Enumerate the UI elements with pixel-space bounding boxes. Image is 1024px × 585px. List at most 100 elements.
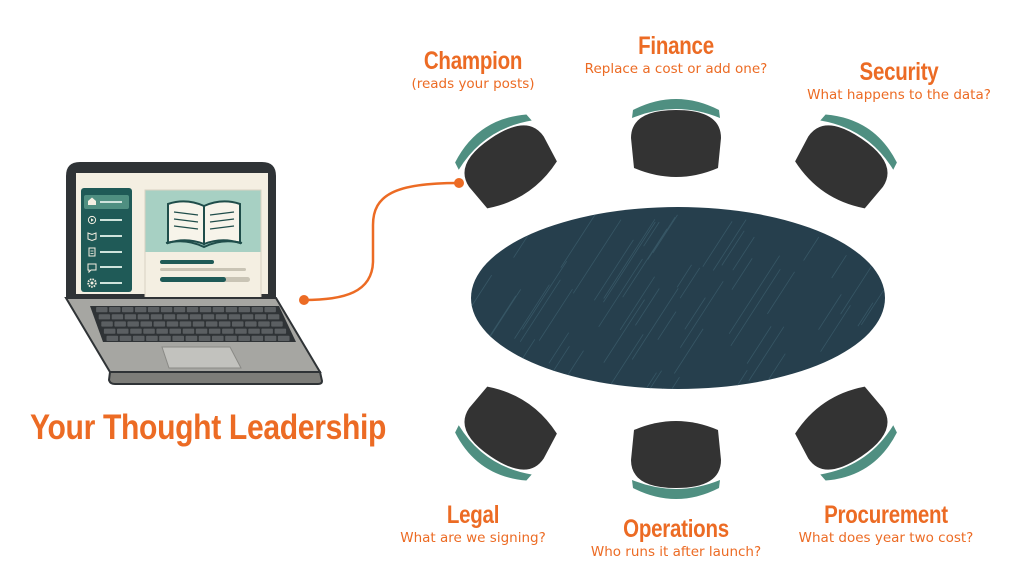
chair-icon [455,386,557,481]
table-grain [550,345,570,376]
table-grain [865,329,885,361]
keyboard-key [159,335,171,341]
play-icon [87,215,97,225]
keyboard-key [251,335,264,341]
table-grain [519,279,561,343]
keyboard-key [264,335,277,341]
table-grain [840,266,872,315]
table-grain [485,295,517,342]
keyboard-key [186,307,199,313]
role-question: Who runs it after launch? [590,544,762,560]
table-grain [560,210,599,268]
table-grain [831,254,847,279]
role-legal: Legal What are we signing? [400,501,545,547]
table-grain [647,216,676,260]
table-grain [857,302,874,327]
keyboard-key [109,307,121,313]
keyboard-key [238,335,250,341]
role-operations: Operations Who runs it after launch? [591,515,761,561]
table-grain [624,370,662,389]
keyboard-key [137,314,150,320]
home-icon [88,197,96,205]
table-grain [538,288,573,341]
table-grain [679,267,701,299]
role-name: Procurement [824,501,948,529]
keyboard-key [160,307,173,313]
table-grain [603,299,645,363]
table-grain [471,348,474,389]
role-name: Champion [423,47,523,75]
keyboard-key [202,314,215,320]
keyboard-key [119,335,132,341]
keyboard-key [185,335,198,341]
chat-icon [87,263,97,274]
table-grain [746,326,772,364]
role-security: Security What happens to the data? [807,58,991,104]
table-grain [721,230,745,266]
table-grain [728,255,780,335]
table-grain [679,281,724,348]
table-grain [603,221,656,303]
table-grain [635,288,660,326]
table-grain [471,273,474,330]
keyboard-key [238,307,250,313]
keyboard-key [153,321,166,327]
table-grain [803,236,820,261]
keyboard-key [117,328,129,334]
keyboard-key [143,328,155,334]
role-name: Operations [623,515,729,543]
keyboard-key [182,328,195,334]
keyboard-key [222,328,234,334]
chair-icon [631,99,721,177]
keyboard-key [225,335,237,341]
connector-dot-laptop [299,295,309,305]
table-grain [712,219,747,271]
keyboard-key [146,335,158,341]
keyboard-key [195,328,208,334]
keyboard-key [218,321,231,327]
role-champion: Champion (reads your posts) [411,47,534,93]
keyboard-key [127,321,139,327]
keyboard-key [251,307,263,313]
table-grain [702,221,733,267]
keyboard-key [212,307,225,313]
keyboard-key [96,307,108,313]
table-grain [622,228,668,298]
table-icon [471,207,885,389]
keyboard-key [208,328,221,334]
keyboard-key [189,314,202,320]
keyboard-key [163,314,176,320]
connector-line [303,181,459,302]
table-grain [860,289,885,326]
keyboard-key [248,328,260,334]
role-name: Security [859,58,939,86]
chair-icon [631,421,721,499]
table-grain [684,297,706,330]
keyboard-key [235,328,247,334]
keyboard-key [173,307,186,313]
keyboard-key [271,321,283,327]
keyboard-key [205,321,218,327]
role-question: (reads your posts) [411,76,535,92]
keyboard-key [176,314,189,320]
table-grain [514,284,550,339]
table-grain [765,378,802,389]
keyboard-key [156,328,168,334]
table-grain [614,372,657,389]
keyboard-key [147,307,160,313]
table-grain [603,219,656,299]
role-procurement: Procurement What does year two cost? [799,501,974,547]
role-finance: Finance Replace a cost or add one? [585,32,768,78]
clipboard-icon [88,247,96,257]
role-question: Replace a cost or add one? [584,61,768,77]
keyboard-key [277,335,290,341]
table-grain [673,328,704,374]
table-grain [619,276,655,331]
touchpad [161,346,242,369]
keyboard-key [130,328,142,334]
keyboard-key [101,321,113,327]
keyboard-key [267,314,280,320]
keyboard-key [132,335,145,341]
table-grain [751,353,786,389]
